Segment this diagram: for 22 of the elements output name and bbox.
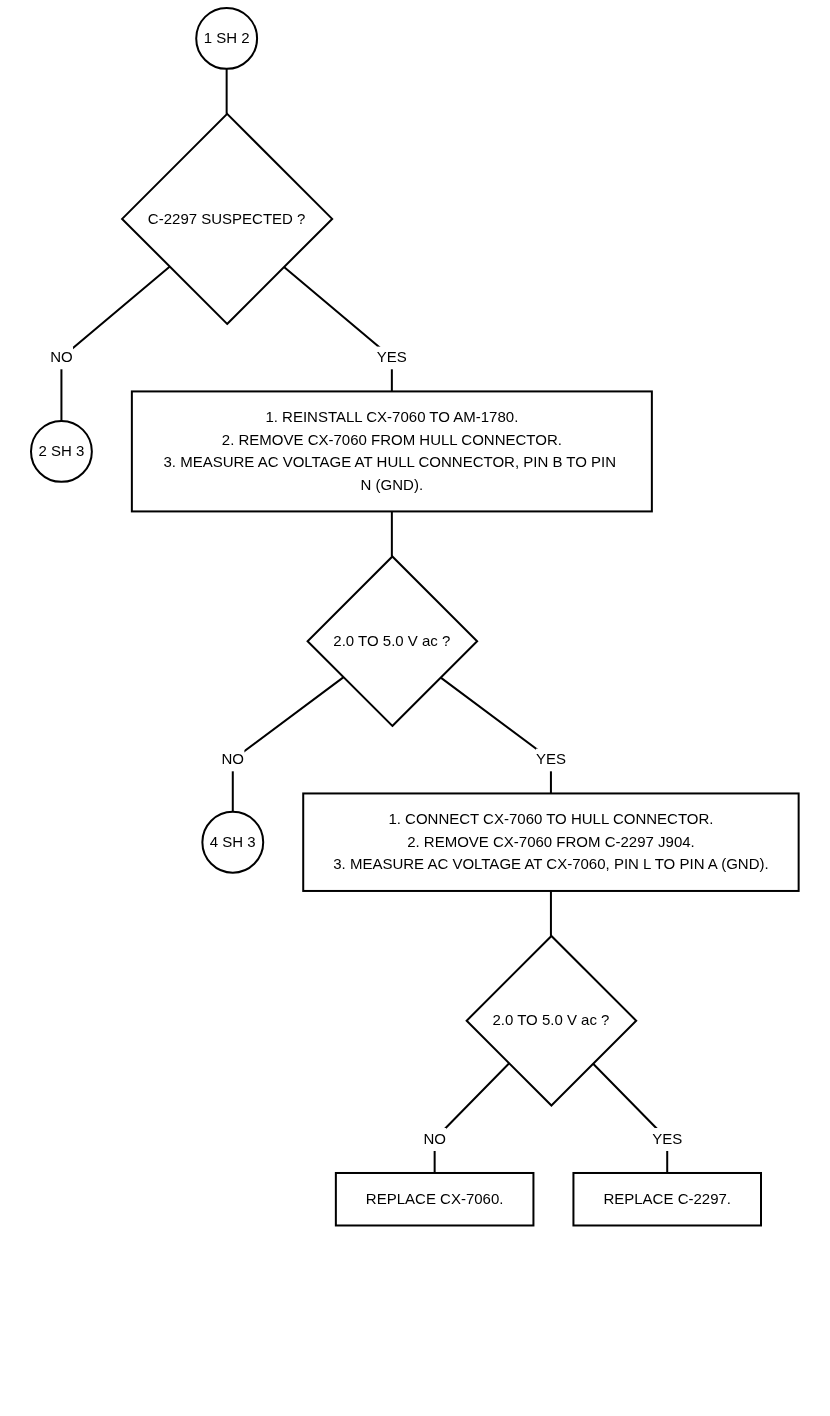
node-circle: 2 SH 3 bbox=[30, 420, 94, 483]
node-box: REPLACE C-2297. bbox=[572, 1172, 763, 1227]
node-circle: 4 SH 3 bbox=[201, 810, 265, 874]
node-diamond: 2.0 TO 5.0 V ac ? bbox=[306, 555, 479, 728]
node-box: 1. REINSTALL CX-7060 TO AM-1780. 2. REMOVE CX-7060 FROM HULL CONNECTOR. 3. MEASURE AC VOLTAGE AT HULL CONNECTOR, PIN B TO PIN N (GND). bbox=[131, 390, 654, 513]
edge-label: YES bbox=[377, 348, 408, 366]
connector bbox=[433, 1062, 511, 1174]
edge-label: NO bbox=[423, 1129, 447, 1147]
edge-label: NO bbox=[221, 750, 245, 768]
node-diamond: C-2297 SUSPECTED ? bbox=[120, 112, 334, 326]
connector bbox=[391, 510, 394, 558]
edge-label: NO bbox=[50, 348, 73, 366]
edge-label: YES bbox=[652, 1129, 683, 1147]
connector bbox=[550, 889, 553, 937]
node-diamond: 2.0 TO 5.0 V ac ? bbox=[465, 934, 638, 1107]
node-box: 1. CONNECT CX-7060 TO HULL CONNECTOR. 2. REMOVE CX-7060 FROM C-2297 J904. 3. MEASURE AC VOLTAGE AT CX-7060, PIN L TO PIN A (GND). bbox=[302, 792, 800, 892]
connector bbox=[60, 265, 171, 422]
connector bbox=[225, 67, 228, 115]
connector bbox=[231, 676, 345, 813]
node-circle: 1 SH 2 bbox=[195, 7, 259, 70]
node-box: REPLACE CX-7060. bbox=[335, 1172, 535, 1227]
edge-label: YES bbox=[536, 750, 567, 768]
